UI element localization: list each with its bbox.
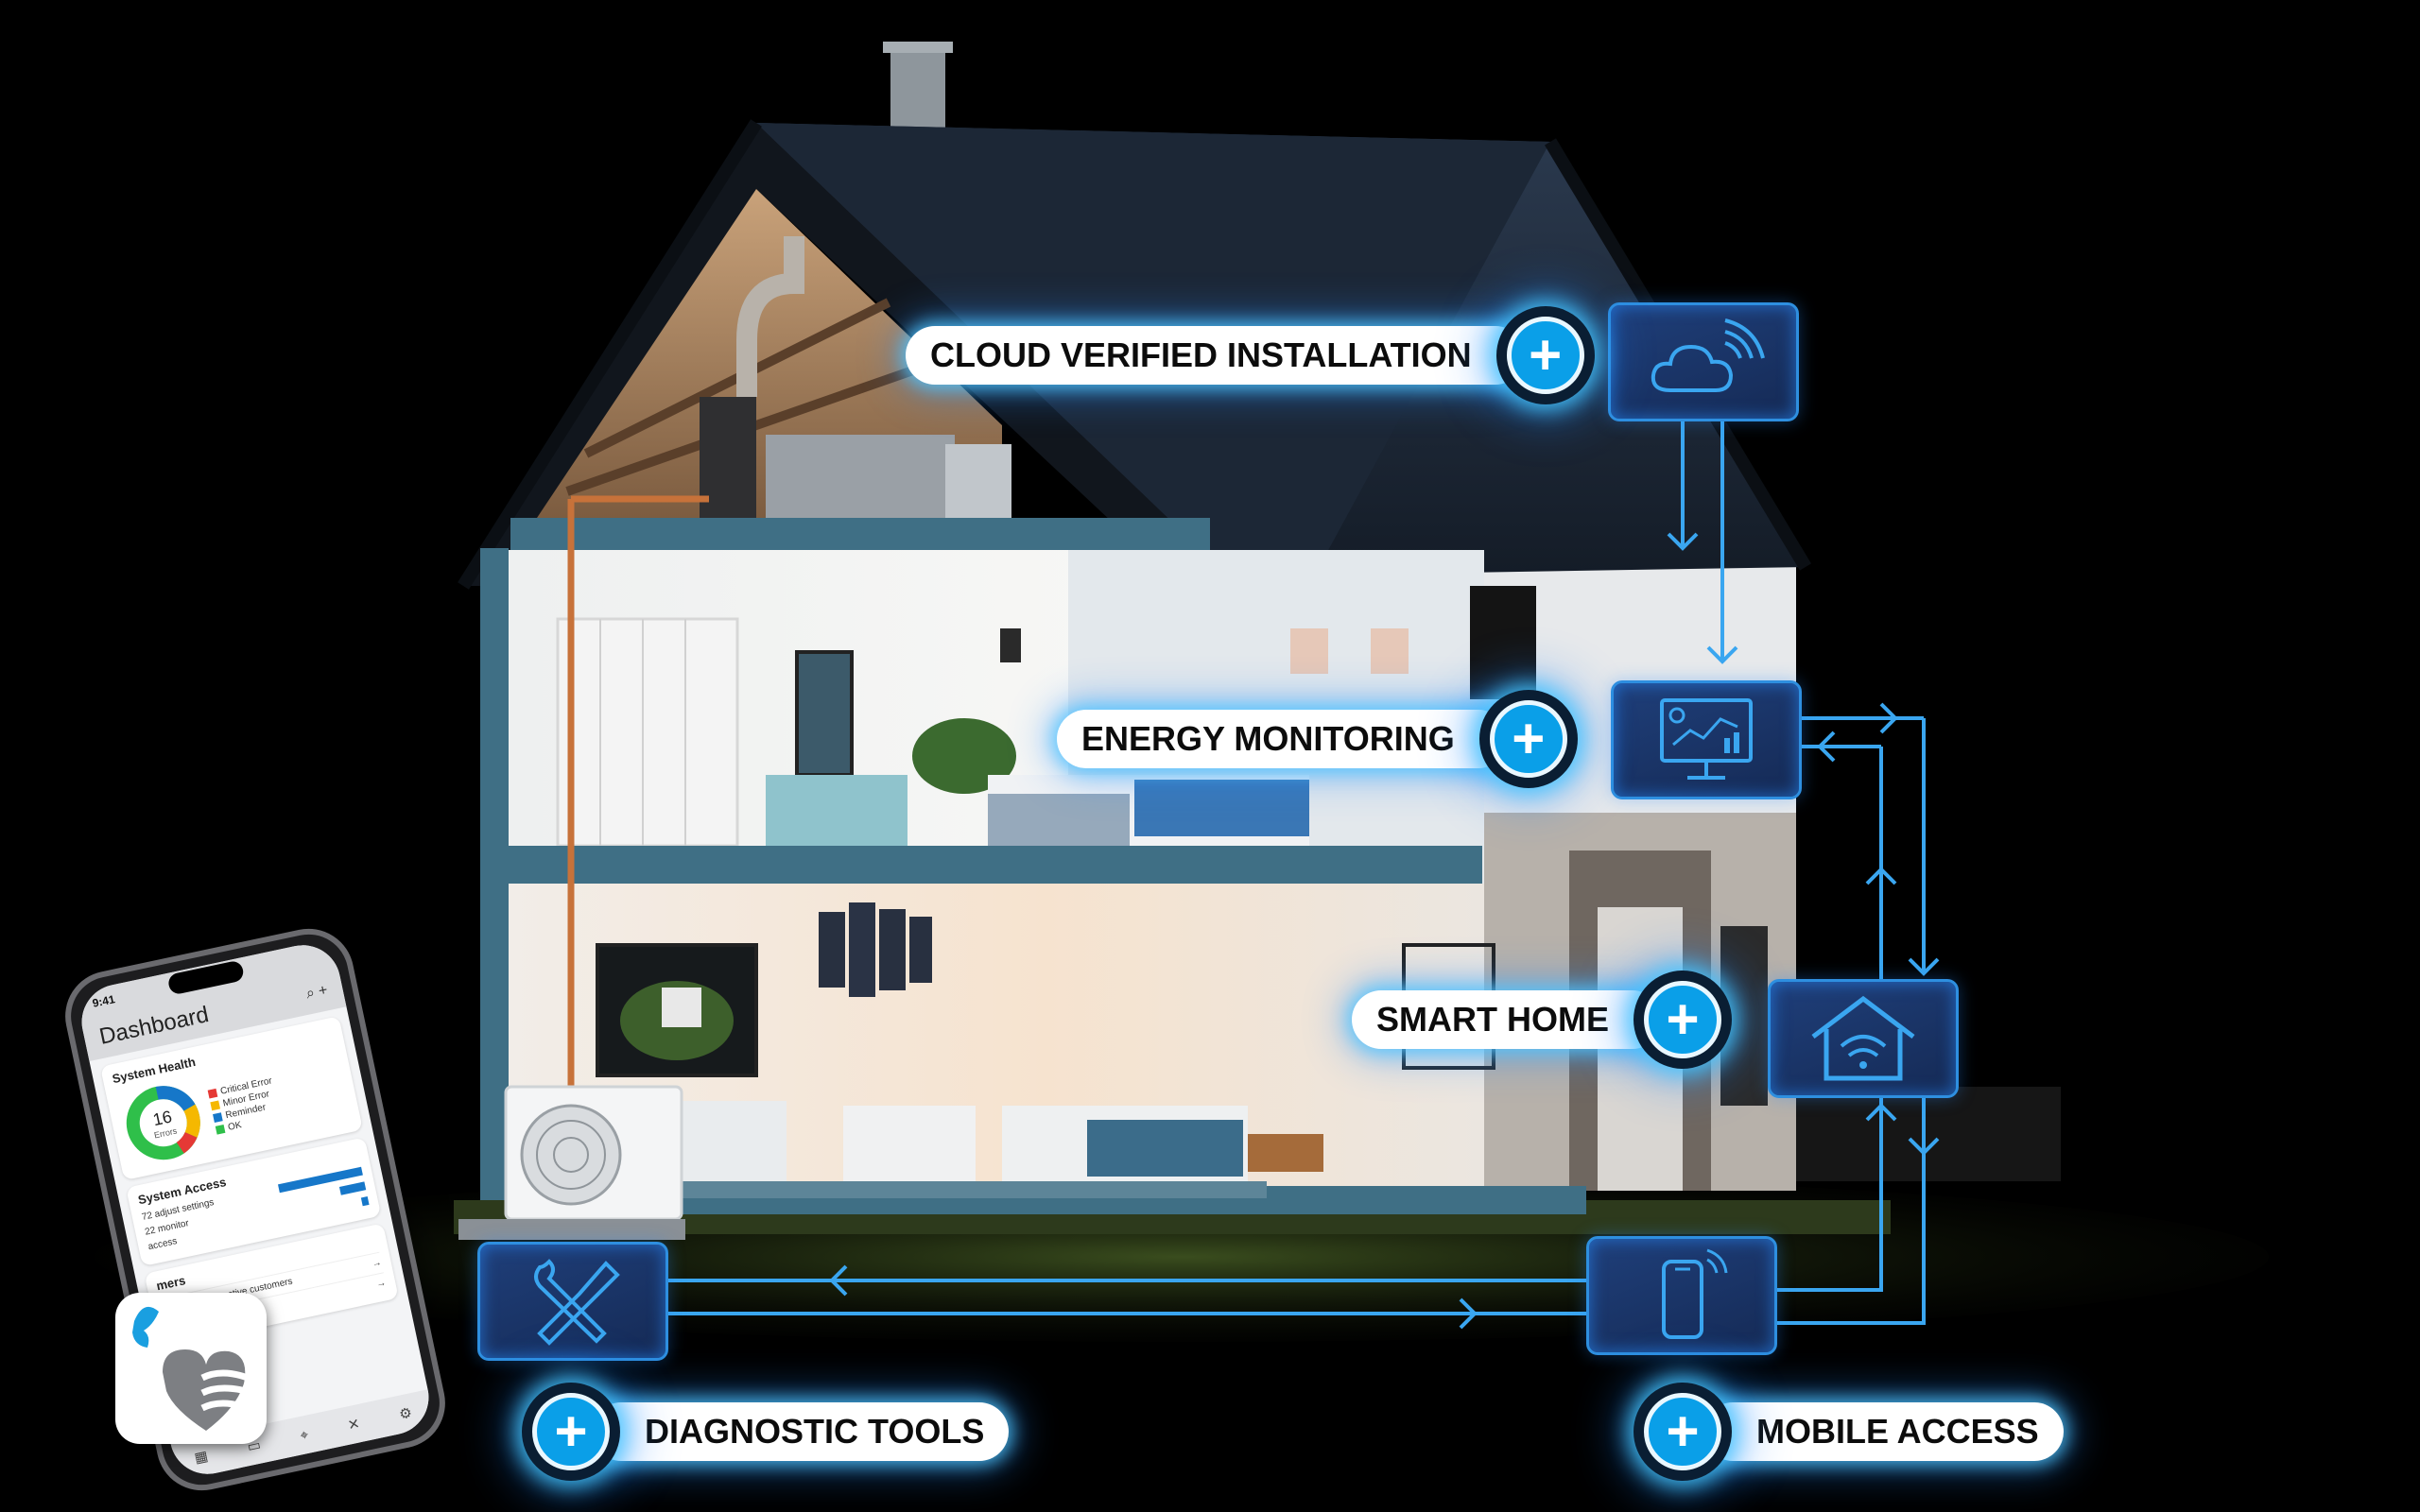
callout-mobile-access[interactable]: + MOBILE ACCESS [1634,1383,2064,1481]
smartphone-signal-icon [1662,1248,1728,1339]
smart-home-plus-button[interactable]: + [1634,971,1732,1069]
health-donut-chart: 16 Errors [126,1086,200,1160]
cloud-wifi-icon [1651,318,1765,392]
cloud-plus-button[interactable]: + [1495,306,1595,404]
smart-home-label: SMART HOME [1352,990,1662,1049]
diagnostic-tools-label: DIAGNOSTIC TOOLS [592,1402,1010,1461]
diagnostic-tile[interactable] [477,1242,668,1361]
grid-icon[interactable]: ▦ [193,1448,210,1467]
cloud-verified-installation-label: CLOUD VERIFIED INSTALLATION [906,326,1525,385]
callout-cloud-verified-installation[interactable]: CLOUD VERIFIED INSTALLATION + [906,306,1595,404]
house-wifi-icon [1811,995,1915,1081]
gear-icon[interactable]: ⚙ [397,1404,414,1423]
error-count: 16 [151,1107,174,1129]
legend-swatch [215,1124,226,1135]
add-icon[interactable]: + [317,982,330,1000]
plus-icon: + [532,1393,610,1470]
callout-diagnostic-tools[interactable]: + DIAGNOSTIC TOOLS [522,1383,1010,1481]
mobile-access-label: MOBILE ACCESS [1703,1402,2064,1461]
arrow-right-icon: → [371,1257,383,1270]
plus-icon: + [1506,317,1584,394]
mobile-tile[interactable] [1586,1236,1777,1355]
phone-screen: 9:41 Dashboard ⌕ + System Health 16 [75,937,436,1482]
access-bar [338,1181,367,1195]
energy-monitoring-label: ENERGY MONITORING [1057,710,1508,768]
legend-label: OK [227,1120,243,1133]
arrow-right-icon: → [375,1278,388,1290]
app-icon-badge[interactable] [115,1293,267,1444]
callout-energy-monitoring[interactable]: ENERGY MONITORING + [1057,690,1578,788]
monitor-chart-icon [1660,698,1753,780]
access-bar [360,1196,370,1207]
location-pin-icon[interactable]: ⌖ [298,1426,310,1444]
mobile-plus-button[interactable]: + [1634,1383,1732,1481]
legend-swatch [213,1112,223,1123]
phone-mockup: 9:41 Dashboard ⌕ + System Health 16 [57,919,454,1500]
plus-icon: + [1644,1393,1721,1470]
search-icon[interactable]: ⌕ [304,985,317,1003]
plus-icon: + [1644,981,1721,1058]
smart-home-tile[interactable] [1768,979,1959,1098]
callout-smart-home[interactable]: SMART HOME + [1352,971,1732,1069]
legend-swatch [210,1100,221,1111]
wrench-screwdriver-icon [534,1259,620,1346]
cloud-tile[interactable] [1608,302,1799,421]
access-label: access [147,1236,179,1253]
legend-swatch [207,1088,218,1099]
tools-icon[interactable]: ✕ [346,1416,362,1435]
diagnostic-plus-button[interactable]: + [522,1383,620,1481]
energy-plus-button[interactable]: + [1478,690,1578,788]
plus-icon: + [1489,700,1567,778]
energy-tile[interactable] [1611,680,1802,799]
butterfly-heart-logo [132,1306,254,1431]
dashboard-title: Dashboard [96,1002,212,1050]
